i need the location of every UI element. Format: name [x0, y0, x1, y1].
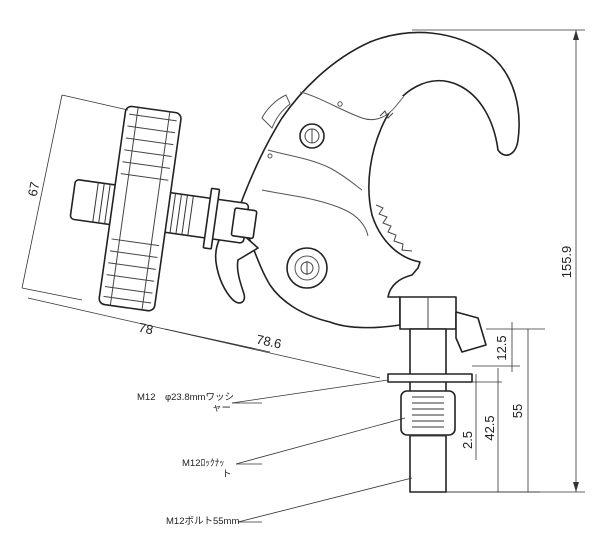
dim-overall-height: 155.9	[559, 246, 574, 279]
tightening-knob	[69, 105, 258, 312]
dimension-knob-width	[21, 94, 129, 301]
dim-nut-height: 12.5	[494, 335, 509, 360]
upper-pivot-pin	[267, 101, 343, 159]
dim-bolt-length: 55	[510, 404, 525, 418]
callout-bolt	[237, 477, 413, 523]
label-locknut-line1: M12ﾛｯｸﾅｯ	[182, 458, 224, 469]
label-locknut-line2: ト	[222, 469, 232, 480]
callout-washer	[231, 379, 389, 404]
dim-knob-length: 78	[137, 320, 154, 338]
clamp-hook	[214, 31, 520, 329]
dimension-knob-length	[27, 297, 381, 379]
dimension-nut-height	[472, 322, 545, 372]
dimension-bolt-below-washer	[472, 368, 502, 492]
lower-pivot-pin	[286, 247, 328, 289]
label-washer-line1: M12 φ23.8mmワッシ	[137, 392, 234, 403]
callout-locknut	[235, 417, 406, 465]
dimension-bolt-length	[446, 329, 540, 493]
dim-knob-width: 67	[25, 180, 43, 197]
label-bolt: M12ボルト55mm	[166, 516, 239, 527]
dim-washer-thickness: 2.5	[460, 431, 475, 449]
dim-screw-reach: 78.6	[255, 332, 283, 352]
bolt-assembly	[387, 296, 487, 493]
label-washer-line2: ャー	[212, 403, 231, 414]
dim-bolt-below-washer: 42.5	[482, 415, 497, 440]
